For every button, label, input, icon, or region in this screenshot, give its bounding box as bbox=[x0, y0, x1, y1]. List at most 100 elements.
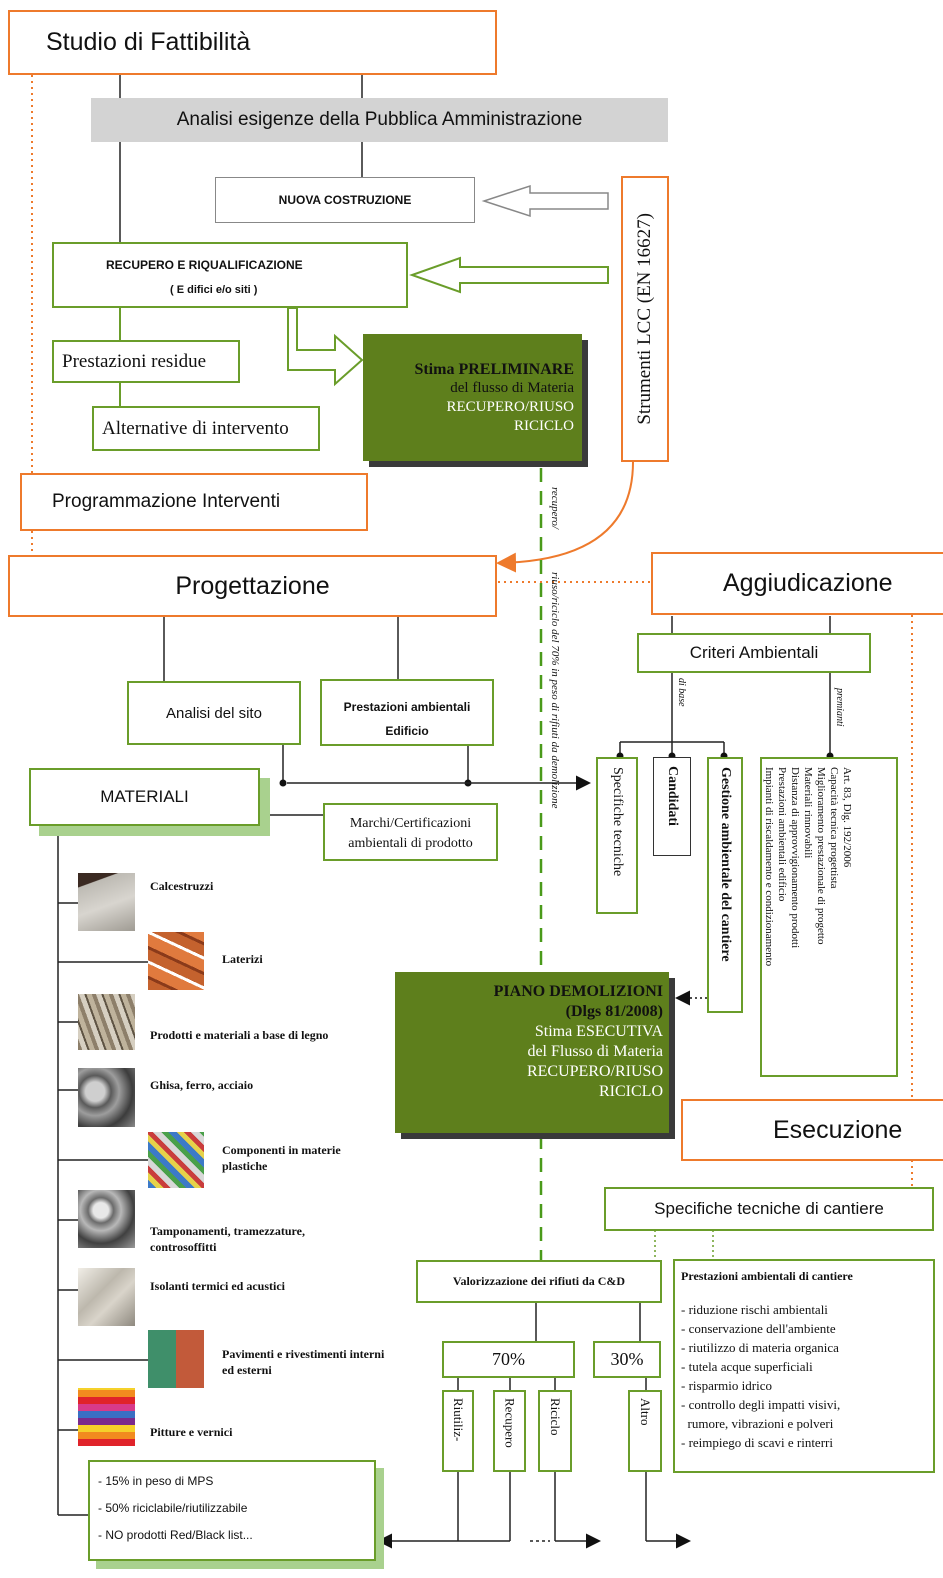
prestazioni-cantiere-item: - risparmio idrico bbox=[681, 1378, 772, 1393]
stima-preliminare-line2: del flusso di Materia bbox=[450, 380, 574, 396]
prestazioni-cantiere-item: - riutilizzo di materia organica bbox=[681, 1340, 839, 1355]
alternative-intervento-box: Alternative di intervento bbox=[92, 406, 320, 451]
material-label-ghisa: Ghisa, ferro, acciaio bbox=[150, 1078, 254, 1092]
specifiche-cantiere-box: Specifiche tecniche di cantiere bbox=[604, 1187, 934, 1231]
studio-fattibilita-title: Studio di Fattibilità bbox=[46, 28, 251, 56]
prestazioni-cantiere-item: - tutela acque superficiali bbox=[681, 1359, 813, 1374]
specifiche-tecniche-label: Specifiche tecniche bbox=[610, 767, 625, 877]
premianti-item: Capacità tecnica progettista bbox=[828, 767, 840, 889]
altro-label: Altro bbox=[638, 1398, 653, 1426]
prestazioni-cantiere-item: - riduzione rischi ambientali bbox=[681, 1302, 828, 1317]
material-label-pitture: Pitture e vernici bbox=[150, 1425, 233, 1439]
premianti-item: Materiali rinnovabili bbox=[802, 767, 814, 859]
analisi-esigenze-label: Analisi esigenze della Pubblica Amminist… bbox=[176, 109, 583, 130]
piano-dlgs: (Dlgs 81/2008) bbox=[565, 1003, 663, 1020]
studio-fattibilita-box: Studio di Fattibilità bbox=[8, 10, 497, 75]
material-label-plastiche: Componenti in materie plastiche bbox=[222, 1143, 341, 1173]
riciclo-label: Riciclo bbox=[548, 1398, 563, 1436]
nuova-costruzione-box: NUOVA COSTRUZIONE bbox=[215, 177, 475, 223]
candidati-label: Candidati bbox=[665, 766, 680, 826]
marchi-certificazioni-box: Marchi/Certificazioni ambientali di prod… bbox=[323, 803, 498, 861]
prestazioni-cantiere-box: Prestazioni ambientali di cantiere - rid… bbox=[673, 1259, 935, 1473]
material-label-calcestruzzi: Calcestruzzi bbox=[150, 879, 214, 893]
prestazioni-cantiere-item: - controllo degli impatti visivi, bbox=[681, 1397, 841, 1412]
recupero-label: Recupero bbox=[502, 1398, 518, 1448]
criteri-ambientali-box: Criteri Ambientali bbox=[637, 633, 871, 673]
piano-demolizioni-box: PIANO DEMOLIZIONI (Dlgs 81/2008) Stima E… bbox=[395, 972, 669, 1133]
marchi-line2: ambientali di prodotto bbox=[348, 836, 473, 851]
piano-line4: del Flusso di Materia bbox=[527, 1043, 663, 1060]
criteri-ambientali-title: Criteri Ambientali bbox=[689, 643, 819, 662]
requirements-list: - 15% in peso di MPS- 50% riciclabile/ri… bbox=[98, 1468, 374, 1549]
valorizzazione-box: Valorizzazione dei rifiuti da C&D bbox=[416, 1260, 662, 1303]
premianti-item: Miglioramento prestazionale di progetto bbox=[815, 767, 827, 945]
riutilizzo-label: Riutiliz- bbox=[451, 1398, 466, 1442]
alternative-intervento-label: Alternative di intervento bbox=[102, 417, 289, 439]
material-label-isolanti: Isolanti termici ed acustici bbox=[150, 1279, 285, 1293]
prestazioni-ambientali-edificio-box: Prestazioni ambientali Edificio bbox=[320, 679, 494, 746]
prest-amb-line1: Prestazioni ambientali bbox=[343, 700, 471, 714]
analisi-esigenze-band: Analisi esigenze della Pubblica Amminist… bbox=[91, 98, 668, 142]
progettazione-box: Progettazione bbox=[8, 555, 497, 617]
material-label-pavimenti: Pavimenti e rivestimenti interni ed este… bbox=[222, 1347, 385, 1377]
materiali-label: MATERIALI bbox=[100, 787, 189, 806]
requirement-item: - NO prodotti Red/Black list... bbox=[98, 1528, 253, 1542]
specifiche-tecniche-box: Specifiche tecniche bbox=[596, 757, 638, 914]
paint-thumbnail bbox=[78, 1388, 135, 1446]
altro-box: Altro bbox=[628, 1390, 662, 1472]
progettazione-title: Progettazione bbox=[175, 571, 330, 600]
pct30-label: 30% bbox=[610, 1349, 644, 1369]
plastic-thumbnail bbox=[148, 1132, 204, 1188]
specifiche-cantiere-label: Specifiche tecniche di cantiere bbox=[654, 1199, 884, 1218]
prestazioni-residue-box: Prestazioni residue bbox=[52, 340, 240, 383]
wood-thumbnail bbox=[78, 994, 135, 1050]
recupero-box: Recupero bbox=[493, 1390, 526, 1472]
pct70-label: 70% bbox=[492, 1349, 525, 1369]
analisi-sito-box: Analisi del sito bbox=[127, 681, 301, 745]
piano-line6: RICICLO bbox=[599, 1083, 663, 1100]
strumenti-lcc-label: Strumenti LCC (EN 16627) bbox=[634, 213, 655, 425]
piano-line3: Stima ESECUTIVA bbox=[534, 1023, 663, 1040]
requirement-item: - 15% in peso di MPS bbox=[98, 1474, 214, 1488]
dashed-caption-part1: recupero/ bbox=[549, 487, 561, 529]
prestazioni-cantiere-item: rumore, vibrazioni e polveri bbox=[681, 1416, 834, 1431]
stima-preliminare-box: Stima PRELIMINARE del flusso di Materia … bbox=[363, 334, 582, 461]
prestazioni-cantiere-item: - conservazione dell'ambiente bbox=[681, 1321, 836, 1336]
insulation-thumbnail bbox=[78, 1268, 135, 1326]
prest-amb-line2: Edificio bbox=[385, 724, 429, 738]
premianti-item: Prestazioni ambientali edificio bbox=[776, 767, 788, 902]
pct70-box: 70% bbox=[442, 1341, 575, 1378]
recupero-subtitle: ( E difici e/o siti ) bbox=[170, 284, 258, 296]
stima-preliminare-title: Stima PRELIMINARE bbox=[414, 361, 574, 378]
valorizzazione-label: Valorizzazione dei rifiuti da C&D bbox=[452, 1274, 626, 1288]
stima-preliminare-line4: RICICLO bbox=[514, 418, 574, 434]
premianti-label: premianti bbox=[834, 688, 845, 727]
prestazioni-cantiere-list: - riduzione rischi ambientali - conservaz… bbox=[681, 1300, 933, 1452]
aggiudicazione-title: Aggiudicazione bbox=[723, 569, 893, 597]
premianti-item: Distanza di approvvigionamento prodotti bbox=[789, 767, 801, 949]
gestione-ambientale-cantiere-box: Gestione ambientale del cantiere bbox=[707, 757, 743, 1013]
strumenti-lcc-box: Strumenti LCC (EN 16627) bbox=[621, 176, 669, 462]
esecuzione-box: Esecuzione bbox=[681, 1099, 943, 1161]
material-label-legno: Prodotti e materiali a base di legno bbox=[150, 1028, 329, 1042]
nuova-costruzione-label: NUOVA COSTRUZIONE bbox=[278, 193, 412, 207]
piano-line5: RECUPERO/RIUSO bbox=[526, 1063, 663, 1080]
piano-title: PIANO DEMOLIZIONI bbox=[493, 983, 663, 1000]
prestazioni-residue-label: Prestazioni residue bbox=[62, 350, 207, 372]
prestazioni-cantiere-title: Prestazioni ambientali di cantiere bbox=[681, 1269, 853, 1283]
candidati-box: Candidati bbox=[653, 757, 691, 856]
material-label-tamponamenti: Tamponamenti, tramezzature, controsoffit… bbox=[150, 1224, 305, 1254]
analisi-sito-label: Analisi del sito bbox=[166, 704, 262, 722]
dashed-caption-part2: riuso/riciclo del 70% in peso di rifiuti… bbox=[549, 572, 561, 809]
premianti-item: Impianti di riscaldamento e condizioname… bbox=[763, 767, 775, 967]
di-base-label: di base bbox=[676, 678, 687, 707]
riutilizzo-box: Riutiliz- bbox=[442, 1390, 474, 1472]
premianti-item: Art. 83, Dlg. 192/2006 bbox=[841, 767, 853, 868]
recupero-title: RECUPERO E RIQUALIFICAZIONE bbox=[106, 258, 303, 272]
marchi-line1: Marchi/Certificazioni bbox=[349, 816, 472, 831]
material-requirements-box: - 15% in peso di MPS- 50% riciclabile/ri… bbox=[88, 1460, 376, 1561]
brick-thumbnail bbox=[148, 932, 204, 990]
